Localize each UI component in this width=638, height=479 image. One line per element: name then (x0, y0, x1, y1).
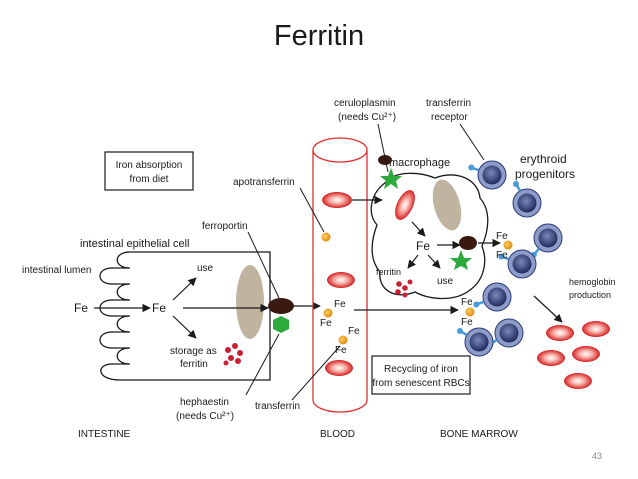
progenitor-cell (498, 249, 537, 279)
ceruloplasmin-line-2: (needs Cu²⁺) (338, 112, 396, 123)
use-arrow (172, 277, 197, 301)
slide-title: Ferritin (273, 20, 365, 52)
svg-text:Fe: Fe (334, 299, 346, 310)
recycling-line-1: Recycling of iron (384, 364, 458, 375)
progenitor-cell (530, 223, 563, 258)
absorption-line-1: Iron absorption (116, 160, 183, 171)
ceruloplasmin-pointer (377, 123, 389, 173)
ceruloplasmin-line-1: ceruloplasmin (334, 98, 396, 109)
hephaestin-pointer (245, 333, 280, 396)
svg-text:Fe: Fe (461, 317, 473, 328)
erythroid-line-2: progenitors (515, 167, 575, 181)
marrow-transferrin-fe: Fe Fe Fe Fe (461, 231, 513, 328)
hephaestin-line-2: (needs Cu²⁺) (176, 411, 234, 422)
hemoglobin-line-1: hemoglobin (569, 277, 616, 287)
rbc-breakdown-arrow (411, 221, 426, 237)
apotransferrin-dot (321, 232, 331, 242)
hephaestin-protein (273, 316, 289, 333)
blood-rbcs (322, 192, 355, 376)
progenitor-cell (486, 318, 524, 348)
macrophage-label: macrophage (389, 157, 450, 169)
epithelial-cell-label: intestinal epithelial cell (80, 238, 189, 250)
new-rbcs (537, 321, 610, 389)
recycling-line-2: from senescent RBCs (372, 378, 469, 389)
transferrin-label: transferrin (255, 401, 300, 412)
page-number: 43 (591, 451, 602, 461)
storage-arrow (172, 315, 197, 339)
progenitor-cell (512, 180, 542, 218)
section-intestine: INTESTINE (78, 429, 131, 440)
cell-nucleus (236, 265, 264, 339)
hemoglobin-arrow (533, 295, 563, 323)
blood-vessel (312, 137, 368, 413)
erythroid-progenitors (456, 160, 563, 357)
blood-transferrin-fe: Fe Fe Fe Fe (320, 299, 360, 356)
macro-ferritin-granules (395, 279, 413, 298)
svg-text:Fe: Fe (461, 297, 473, 308)
svg-text:Fe: Fe (496, 231, 508, 242)
progenitor-cell (468, 160, 507, 190)
progenitor-cell (473, 282, 512, 312)
cell-fe-label: Fe (152, 301, 166, 315)
svg-text:Fe: Fe (496, 250, 508, 261)
hephaestin-line-1: hephaestin (180, 397, 229, 408)
macro-use-label: use (437, 276, 454, 287)
ceruloplasmin-star (380, 168, 402, 189)
apotransferrin-pointer (299, 187, 325, 233)
macrophage-membrane-ferroportin (459, 236, 477, 250)
transferrin-receptor-pointer (459, 123, 485, 161)
ferroportin-protein (268, 298, 294, 314)
intestinal-lumen-label: intestinal lumen (22, 265, 91, 276)
macrophage-nucleus (432, 179, 462, 231)
absorption-box: Iron absorption from diet (104, 151, 194, 191)
svg-text:Fe: Fe (335, 345, 347, 356)
absorption-line-2: from diet (130, 174, 169, 185)
section-bone-marrow: BONE MARROW (440, 429, 518, 440)
macrophage-membrane-ceruloplasmin (450, 250, 472, 270)
apotransferrin-label: apotransferrin (233, 177, 295, 188)
section-blood: BLOOD (320, 429, 355, 440)
ferroportin-label: ferroportin (202, 221, 248, 232)
macro-use-arrow (427, 254, 441, 269)
transferrin-pointer (291, 345, 341, 401)
ferritin-granules (223, 343, 243, 366)
lumen-fe-label: Fe (74, 301, 88, 315)
macro-ferritin-arrow (407, 254, 419, 269)
svg-text:Fe: Fe (320, 318, 332, 329)
transferrin-receptor-line-1: transferrin (426, 98, 471, 109)
use-label: use (197, 263, 214, 274)
hemoglobin-line-2: production (569, 290, 611, 300)
transferrin-receptor-line-2: receptor (431, 112, 468, 123)
ferroportin-pointer (247, 231, 280, 299)
svg-text:Fe: Fe (348, 326, 360, 337)
progenitor-cell (456, 327, 494, 357)
macrophage-fe-label: Fe (416, 239, 430, 253)
storage-line-2: ferritin (180, 359, 208, 370)
macrophage-cell (370, 172, 489, 300)
macro-ferritin-label: ferritin (376, 267, 401, 277)
recycling-box: Recycling of iron from senescent RBCs (371, 355, 471, 395)
erythroid-line-1: erythroid (520, 152, 567, 166)
engulfed-rbc (395, 190, 415, 220)
storage-line-1: storage as (170, 346, 217, 357)
epithelial-cell-outline (99, 251, 271, 381)
